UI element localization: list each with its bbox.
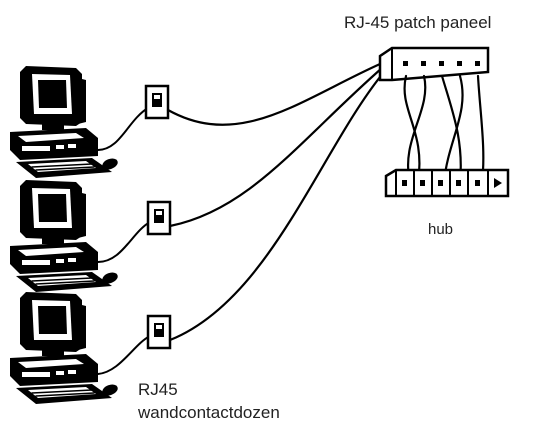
patch-panel xyxy=(378,46,490,82)
cable-outlet-3-panel xyxy=(168,70,386,342)
desktop-computer-icon xyxy=(9,179,120,293)
desktop-computer-icon xyxy=(9,291,120,405)
patch-cable-2 xyxy=(407,74,427,184)
cable-outlet-2-panel xyxy=(168,66,384,228)
patch-cable-3 xyxy=(440,74,462,184)
wall-outlet-3 xyxy=(146,314,172,350)
cord-computer-2-outlet xyxy=(97,221,151,263)
patch-panel-label: RJ-45 patch paneel xyxy=(344,13,492,32)
wall-outlet-2 xyxy=(146,200,172,236)
hub xyxy=(384,168,510,198)
computer-2 xyxy=(9,179,120,293)
computer-1 xyxy=(9,65,120,179)
patch-cable-5 xyxy=(476,74,485,184)
wall-outlet-1 xyxy=(144,84,170,120)
hub-label: hub xyxy=(428,221,454,238)
patch-cable-1 xyxy=(403,74,421,184)
patch-panel-icon xyxy=(378,46,490,82)
wall-outlet-label-line-1: RJ45 xyxy=(138,380,178,399)
cable-outlet-1-panel xyxy=(166,62,382,126)
wall-outlet-label-line-2: wandcontactdozen xyxy=(138,403,280,422)
cord-computer-3-outlet xyxy=(97,335,151,375)
computer-3 xyxy=(9,291,120,405)
cord-computer-1-outlet xyxy=(97,107,149,151)
desktop-computer-icon xyxy=(9,65,120,179)
